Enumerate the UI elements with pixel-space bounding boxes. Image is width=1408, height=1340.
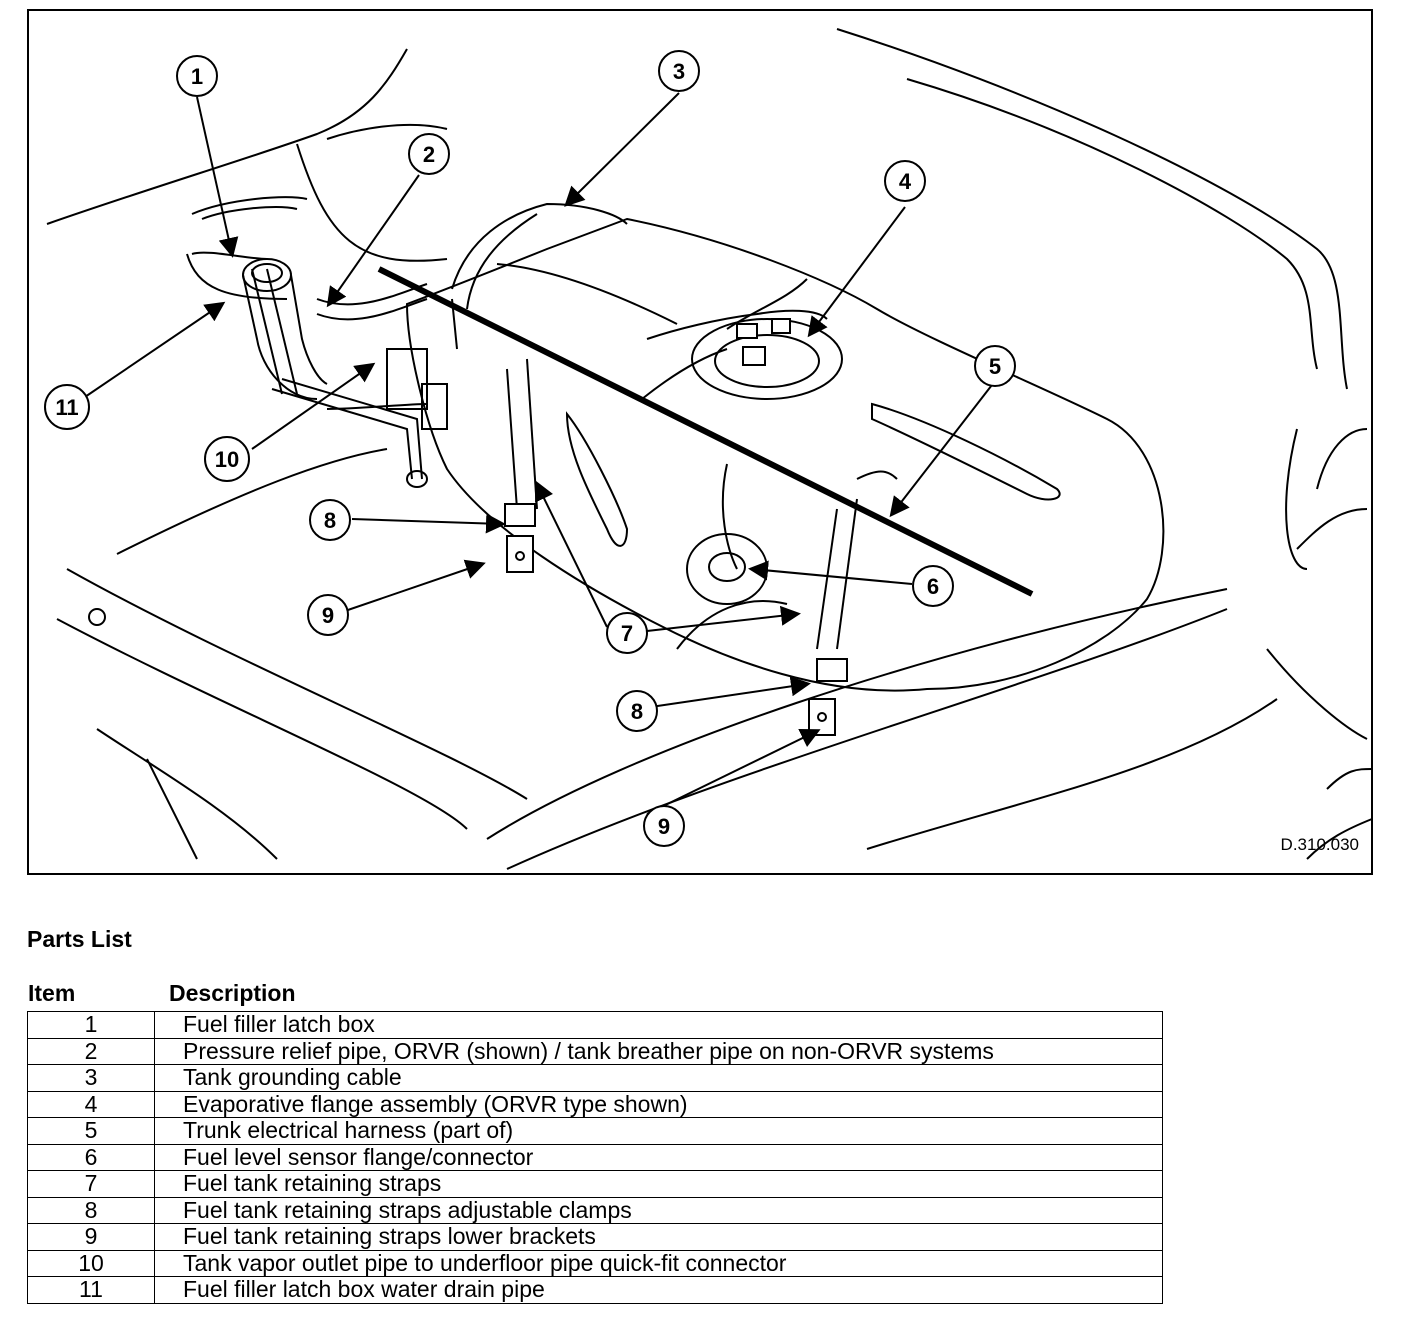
callout-8: 8 [309,499,351,541]
svg-text:9: 9 [658,814,670,839]
callout-1: 1 [176,55,218,97]
item-description: Fuel tank retaining straps lower bracket… [154,1223,1163,1251]
item-number: 3 [27,1064,155,1092]
svg-text:8: 8 [631,699,643,724]
item-number: 8 [27,1196,155,1224]
leader-lines [81,92,996,815]
item-number: 7 [27,1170,155,1198]
item-number: 10 [27,1249,155,1277]
callout-5: 5 [974,345,1016,387]
callout-6: 6 [912,565,954,607]
fuel-tank-diagram: 1 2 3 4 5 6 7 8 9 10 11 8 9 D.310.030 [27,9,1373,875]
trunk-outline [46,28,1373,870]
item-number: 1 [27,1011,155,1039]
item-number: 9 [27,1223,155,1251]
callout-2: 2 [408,133,450,175]
header-item: Item [28,980,76,1006]
callout-10: 10 [204,436,250,482]
svg-text:10: 10 [215,447,239,472]
item-description: Fuel level sensor flange/connector [154,1143,1163,1171]
callout-3: 3 [658,50,700,92]
figure-frame [27,9,1373,875]
item-number: 11 [27,1276,155,1304]
item-number: 2 [27,1037,155,1065]
svg-text:1: 1 [191,64,203,89]
svg-text:3: 3 [673,59,685,84]
svg-text:6: 6 [927,574,939,599]
item-description: Fuel tank retaining straps adjustable cl… [154,1196,1163,1224]
filler-neck [88,196,428,626]
svg-text:11: 11 [55,395,78,420]
svg-text:9: 9 [322,603,334,628]
item-description: Evaporative flange assembly (ORVR type s… [154,1090,1163,1118]
item-description: Fuel filler latch box water drain pipe [154,1276,1163,1304]
item-description: Pressure relief pipe, ORVR (shown) / tan… [154,1037,1163,1065]
svg-text:8: 8 [324,508,336,533]
callouts: 1 2 3 4 5 6 7 8 9 10 11 8 9 [44,50,1016,847]
item-number: 5 [27,1117,155,1145]
item-description: Trunk electrical harness (part of) [154,1117,1163,1145]
item-description: Tank vapor outlet pipe to underfloor pip… [154,1249,1163,1277]
item-description: Fuel tank retaining straps [154,1170,1163,1198]
parts-list-title: Parts List [27,926,132,952]
callout-11: 11 [44,384,90,430]
parts-list-header: Item Description [27,980,1163,1010]
svg-text:7: 7 [621,621,633,646]
callout-9-right: 9 [643,805,685,847]
item-number: 4 [27,1090,155,1118]
callout-4: 4 [884,160,926,202]
svg-text:4: 4 [899,169,912,194]
callout-8-right: 8 [616,690,658,732]
callout-9: 9 [307,594,349,636]
figure-id: D.310.030 [1281,835,1359,854]
svg-text:5: 5 [989,354,1001,379]
item-description: Tank grounding cable [154,1064,1163,1092]
item-number: 6 [27,1143,155,1171]
callout-7: 7 [606,612,648,654]
strap-clamps [504,318,848,736]
item-description: Fuel filler latch box [154,1011,1163,1039]
svg-text:2: 2 [423,142,435,167]
header-description: Description [169,980,296,1006]
